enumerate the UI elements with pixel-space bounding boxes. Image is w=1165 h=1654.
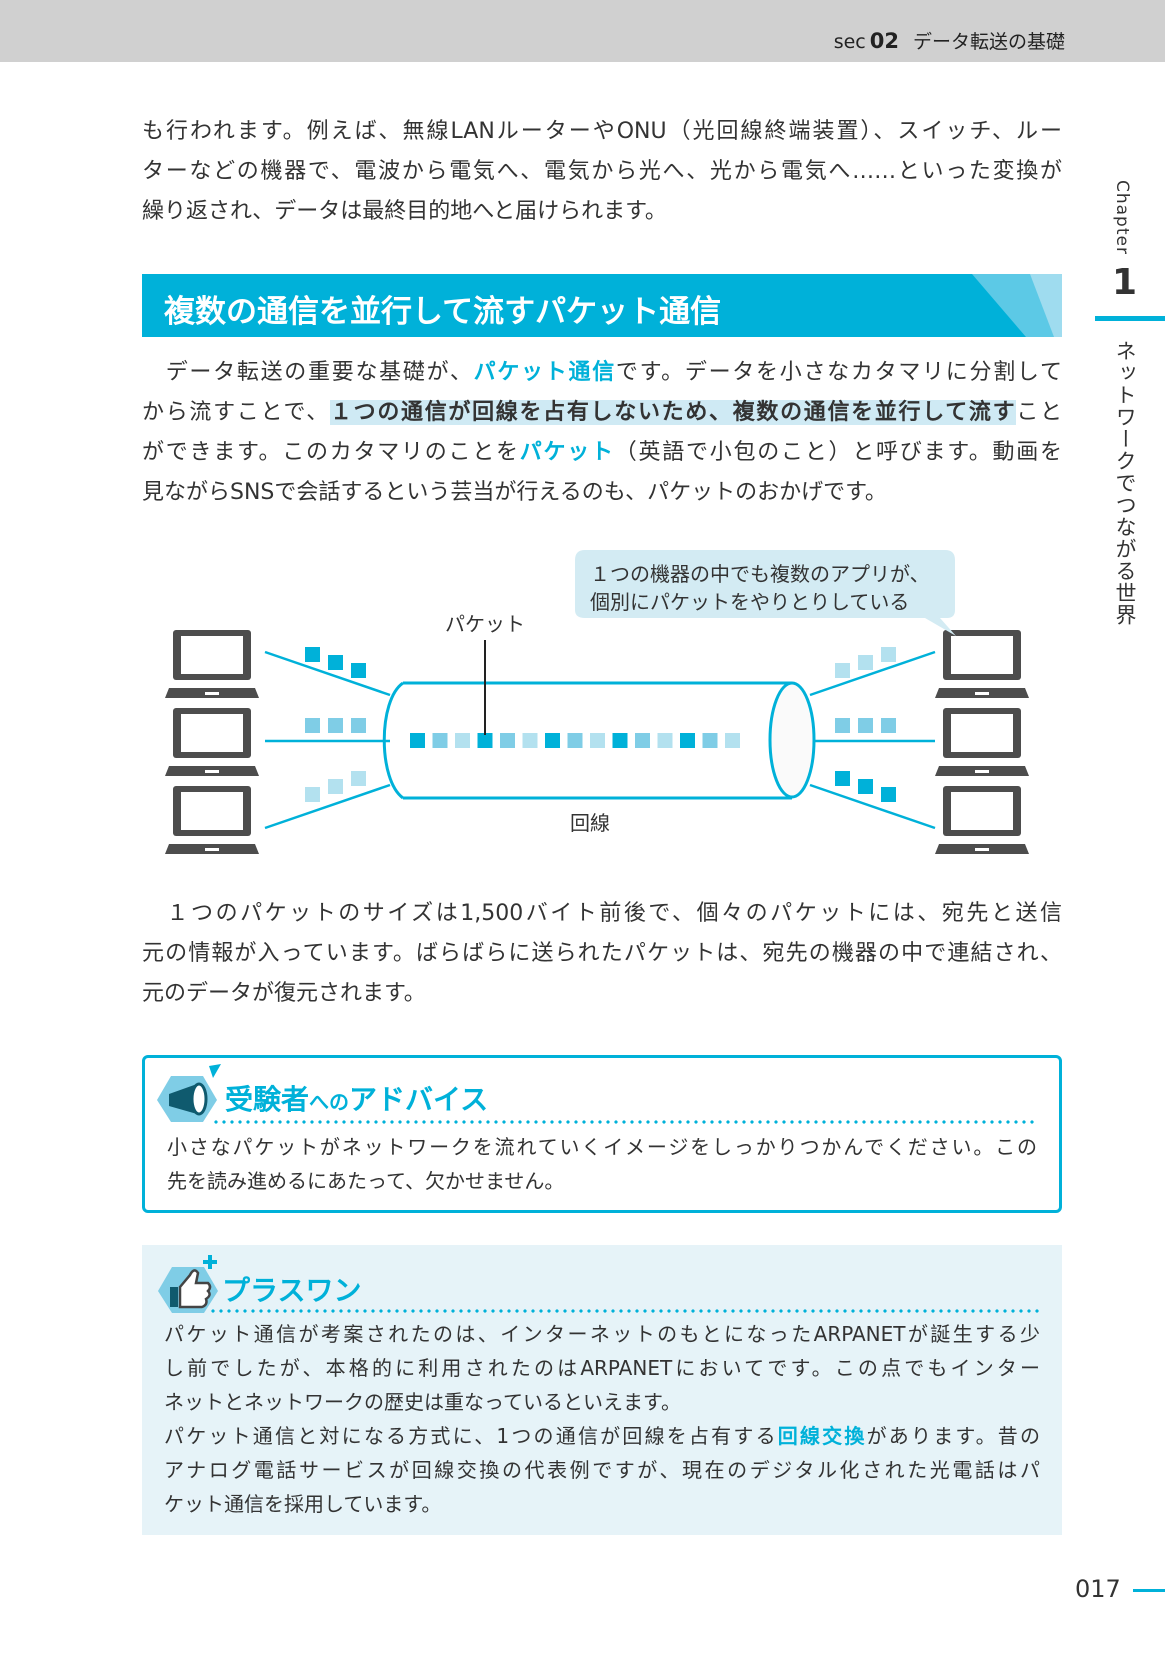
paragraph-1: も行われます。例えば、無線LANルーターやONU（光回線終端装置）、スイッチ、ル…: [142, 112, 1062, 232]
text-line: も行われます。例えば、無線LANルーターやONU（光回線終端装置）、スイッチ、ル…: [142, 119, 1062, 144]
laptop-icon: [935, 708, 1029, 776]
callout-line: 個別にパケットをやりとりしている: [590, 590, 909, 614]
right-computers: [935, 630, 1029, 854]
packet-square: [410, 733, 425, 748]
plus-one-box: プラスワン パケット通信が考案されたのは、インターネットのもとになったARPAN…: [142, 1245, 1062, 1535]
term-circuit-switching: 回線交換: [777, 1424, 867, 1448]
text-line: し前でしたが、本格的に利用されたのはARPANETにおいてです。この点でもインタ…: [164, 1356, 1040, 1380]
text-line: 見ながらSNSで会話するという芸当が行えるのも、パケットのおかげです。: [142, 480, 887, 505]
paragraph-3: １つのパケットのサイズは1,500バイト前後で、個々のパケットには、宛先と送信 …: [142, 894, 1062, 1014]
text-line: 元の情報が入っています。ばらばらに送られたパケットは、宛先の機器の中で連結され、: [142, 941, 1062, 966]
packet-square: [680, 733, 695, 748]
laptop-icon: [935, 786, 1029, 854]
advice-title: 受験者へのアドバイス: [225, 1078, 488, 1118]
text-line: ネットとネットワークの歴史は重なっているといえます。: [164, 1390, 681, 1414]
callout-bubble: １つの機器の中でも複数のアプリが、 個別にパケットをやりとりしている: [575, 550, 956, 636]
sec-text: sec: [833, 31, 866, 53]
packet-label: パケット: [445, 612, 525, 636]
term-packet: パケット: [519, 440, 615, 465]
text: こと: [1016, 400, 1063, 425]
chapter-number: 1: [1112, 262, 1138, 303]
connection-lines: [264, 650, 936, 830]
chapter-divider: [1095, 316, 1165, 321]
text-line: データ転送の重要な基礎が、パケット通信です。データを小さなカタマリに分割して: [142, 353, 1062, 393]
highlighted-text: １つの通信が回線を占有しないため、複数の通信を並行して流す: [329, 400, 1017, 425]
text-line: ケット通信を採用しています。: [164, 1492, 442, 1516]
left-computers: [165, 630, 259, 854]
section-title: データ転送の基礎: [912, 31, 1065, 53]
advice-text: 小さなパケットがネットワークを流れていくイメージをしっかりつかんでください。この…: [167, 1130, 1037, 1198]
text-line: ができます。このカタマリのことをパケット（英語で小包のこと）と呼びます。動画を: [142, 433, 1062, 473]
line-tube: [382, 681, 816, 800]
page-number-rule: [1133, 1589, 1165, 1592]
text: （英語で小包のこと）と呼びます。動画を: [614, 440, 1062, 465]
laptop-icon: [935, 630, 1029, 698]
tube-packets: [410, 733, 740, 748]
text-line: 先を読み進めるにあたって、欠かせません。: [167, 1169, 565, 1193]
chapter-title: ネットワークでつながる世界: [1113, 340, 1137, 626]
text-line: 繰り返され、データは最終目的地へと届けられます。: [142, 199, 667, 224]
right-packets: [835, 647, 896, 802]
chapter-label: Chapter: [1112, 180, 1132, 255]
left-packets: [305, 647, 366, 802]
packet-square: [455, 733, 470, 748]
page-number: 017: [1075, 1575, 1121, 1603]
packet-square: [567, 733, 583, 748]
text: パケット通信と対になる方式に、1つの通信が回線を占有する: [164, 1424, 778, 1448]
text: データ転送の重要な基礎が、: [142, 360, 474, 385]
text-line: から流すことで、１つの通信が回線を占有しないため、複数の通信を並行して流すこと: [142, 393, 1062, 433]
sec-number: 02: [869, 29, 899, 53]
heading-text: 複数の通信を並行して流すパケット通信: [164, 294, 722, 330]
packet-square: [522, 733, 538, 748]
advice-box: 受験者へのアドバイス 小さなパケットがネットワークを流れていくイメージをしっかり…: [142, 1055, 1062, 1213]
plus-one-text: パケット通信が考案されたのは、インターネットのもとになったARPANETが誕生す…: [164, 1317, 1040, 1521]
title-text: への: [309, 1090, 350, 1114]
line-label: 回線: [570, 811, 610, 835]
thumbs-up-icon: [158, 1255, 218, 1313]
plus-one-title: プラスワン: [222, 1274, 362, 1307]
laptop-icon: [165, 786, 259, 854]
text: から流すことで、: [142, 400, 330, 425]
packet-square: [612, 733, 628, 748]
text-line: アナログ電話サービスが回線交換の代表例ですが、現在のデジタル化された光電話はパ: [164, 1458, 1040, 1482]
title-text: 受験者: [225, 1083, 310, 1116]
packet-square: [702, 733, 718, 748]
laptop-icon: [165, 630, 259, 698]
packet-square: [590, 733, 605, 748]
text-line: パケット通信と対になる方式に、1つの通信が回線を占有する回線交換があります。昔の: [164, 1419, 1040, 1453]
text-line: 小さなパケットがネットワークを流れていくイメージをしっかりつかんでください。この: [167, 1135, 1037, 1159]
callout-line: １つの機器の中でも複数のアプリが、: [590, 562, 930, 586]
text-line: １つのパケットのサイズは1,500バイト前後で、個々のパケットには、宛先と送信: [142, 901, 1062, 926]
packet-square: [432, 733, 448, 748]
packet-square: [500, 733, 515, 748]
text: があります。昔の: [866, 1424, 1041, 1448]
dotted-divider: [212, 1120, 1037, 1124]
laptop-icon: [165, 708, 259, 776]
packet-square: [657, 733, 673, 748]
packet-diagram: パケット 回線 １つの機器の中でも複数のアプリが、 個別にパケットをやりとりして…: [165, 550, 1029, 854]
section-heading: 複数の通信を並行して流すパケット通信: [142, 274, 1062, 337]
packet-square: [477, 733, 493, 748]
text-line: 元のデータが復元されます。: [142, 981, 426, 1006]
paragraph-2: データ転送の重要な基礎が、パケット通信です。データを小さなカタマリに分割して か…: [142, 353, 1062, 513]
megaphone-icon: [157, 1064, 221, 1122]
dotted-divider: [209, 1309, 1040, 1313]
packet-square: [545, 733, 560, 748]
packet-square: [725, 733, 740, 748]
term-packet-communication: パケット通信: [473, 360, 616, 385]
text: です。データを小さなカタマリに分割して: [615, 360, 1062, 385]
text-line: パケット通信が考案されたのは、インターネットのもとになったARPANETが誕生す…: [164, 1322, 1040, 1346]
text: ができます。このカタマリのことを: [142, 440, 520, 465]
title-text: アドバイス: [349, 1083, 489, 1116]
packet-square: [635, 733, 650, 748]
text-line: ターなどの機器で、電波から電気へ、電気から光へ、光から電気へ……といった変換が: [142, 159, 1062, 184]
